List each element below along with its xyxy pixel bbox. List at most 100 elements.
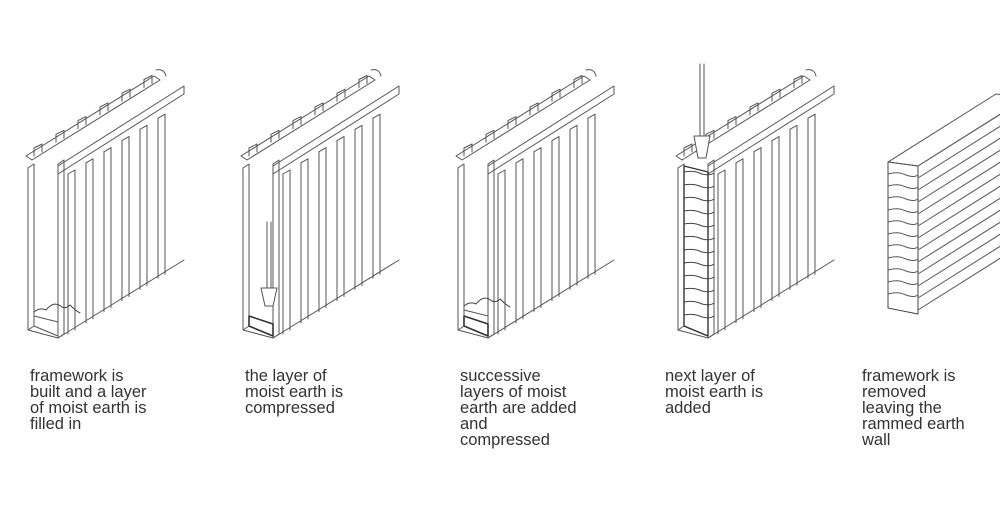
wall-layer-side: [917, 221, 1000, 275]
caption-stage-3: successive layers of moist earth are add…: [460, 367, 577, 449]
wall-layer-front: [887, 292, 919, 297]
stage-5-rammed-earth-wall: [887, 93, 1000, 315]
stage-4-next-layer-added: [675, 63, 835, 339]
rail-clamp: [749, 102, 759, 116]
earth-layer: [683, 287, 715, 293]
rail-clamp: [358, 75, 368, 88]
wall-layer-side: [917, 209, 1000, 263]
earth-layer: [683, 235, 715, 241]
panel-bottom-edge: [707, 259, 835, 339]
panel-rib: [497, 169, 506, 175]
rail-clamp: [336, 88, 346, 102]
panel-bottom-edge: [487, 259, 615, 339]
rail-clamp: [77, 116, 87, 130]
wall-layer-front: [887, 232, 919, 237]
wall-top-face: [887, 93, 1000, 167]
slot-bottom: [27, 329, 59, 339]
panel-rib: [753, 147, 762, 153]
panel-rib: [139, 124, 148, 130]
wall-layer-side: [917, 185, 1000, 239]
earth-layer: [683, 313, 715, 319]
rail-clamp: [121, 88, 131, 102]
panel-rib: [300, 158, 309, 164]
panel-bottom-edge: [57, 259, 185, 339]
panel-rib: [807, 113, 816, 119]
earth-layer: [683, 222, 715, 228]
panel-rib: [515, 158, 524, 164]
rail-clamp: [270, 129, 280, 143]
wall-layer-side: [917, 125, 1000, 179]
panel-rib: [318, 147, 327, 153]
panel-rib: [282, 169, 291, 175]
panel-rib: [735, 158, 744, 164]
compressed-earth-layer: [248, 315, 274, 337]
stage-3-successive-layers: [455, 69, 615, 339]
slot-bottom: [242, 329, 274, 339]
panel-rib: [103, 147, 112, 153]
panel-rib: [569, 124, 578, 130]
caption-stage-1: framework is built and a layer of moist …: [30, 367, 147, 433]
compressed-earth-layer: [463, 315, 489, 337]
rail-end-clamp: [585, 69, 597, 77]
panel-bottom-edge: [272, 259, 400, 339]
caption-stage-5: framework is removed leaving the rammed …: [862, 367, 965, 449]
rail-clamp: [793, 75, 803, 88]
earth-layer: [683, 170, 715, 176]
earth-layer: [683, 183, 715, 189]
rail-clamp: [248, 143, 258, 157]
earth-layer: [683, 274, 715, 280]
rammer-head-icon: [260, 287, 278, 307]
panel-rib: [771, 136, 780, 142]
wall-layer-front: [887, 268, 919, 273]
wall-layer-front: [887, 244, 919, 249]
front-end-board: [677, 163, 685, 331]
panel-rib: [551, 136, 560, 142]
earth-column: [683, 165, 709, 337]
front-end-board: [57, 159, 65, 339]
wall-layer-side: [917, 257, 1000, 311]
top-rail: [25, 75, 161, 161]
wall-layer-front: [887, 220, 919, 225]
wall-layer-front: [887, 196, 919, 201]
panel-rib: [717, 169, 726, 175]
front-end-board: [242, 163, 250, 331]
rail-clamp: [292, 116, 302, 130]
stage-1-framework-with-first-layer: [25, 69, 185, 339]
earth-layer: [683, 261, 715, 267]
caption-stage-4: next layer of moist earth is added: [665, 367, 764, 417]
front-end-board: [272, 159, 280, 339]
rail-end-clamp: [155, 69, 167, 77]
panel-rib: [587, 113, 596, 119]
panel-rib: [336, 136, 345, 142]
wall-layer-front: [887, 208, 919, 213]
rail-end-clamp: [805, 69, 817, 77]
rail-clamp: [55, 129, 65, 143]
panel-rib: [354, 124, 363, 130]
rail-clamp: [463, 143, 473, 157]
rail-clamp: [99, 102, 109, 116]
slot-bottom: [33, 325, 59, 337]
earth-layer-surface: [33, 303, 81, 314]
wall-layer-side: [917, 245, 1000, 299]
top-rail: [675, 75, 811, 161]
wall-layer-side: [917, 233, 1000, 287]
wall-layer-side: [917, 137, 1000, 191]
wall-layer-front: [887, 256, 919, 261]
wall-layer-front: [887, 280, 919, 285]
rail-clamp: [529, 102, 539, 116]
earth-layer: [683, 248, 715, 254]
top-rail: [455, 75, 591, 161]
rail-clamp: [507, 116, 517, 130]
rail-end-clamp: [370, 69, 382, 77]
rail-clamp: [143, 75, 153, 88]
earth-layer: [683, 300, 715, 306]
wall-layer-side: [917, 161, 1000, 215]
rail-clamp: [683, 143, 693, 157]
panel-rib: [533, 147, 542, 153]
wall-layer-side: [917, 197, 1000, 251]
shovel-icon: [693, 135, 711, 159]
rail-clamp: [33, 143, 43, 157]
earth-layer-surface: [463, 297, 511, 308]
panel-rib: [85, 158, 94, 164]
